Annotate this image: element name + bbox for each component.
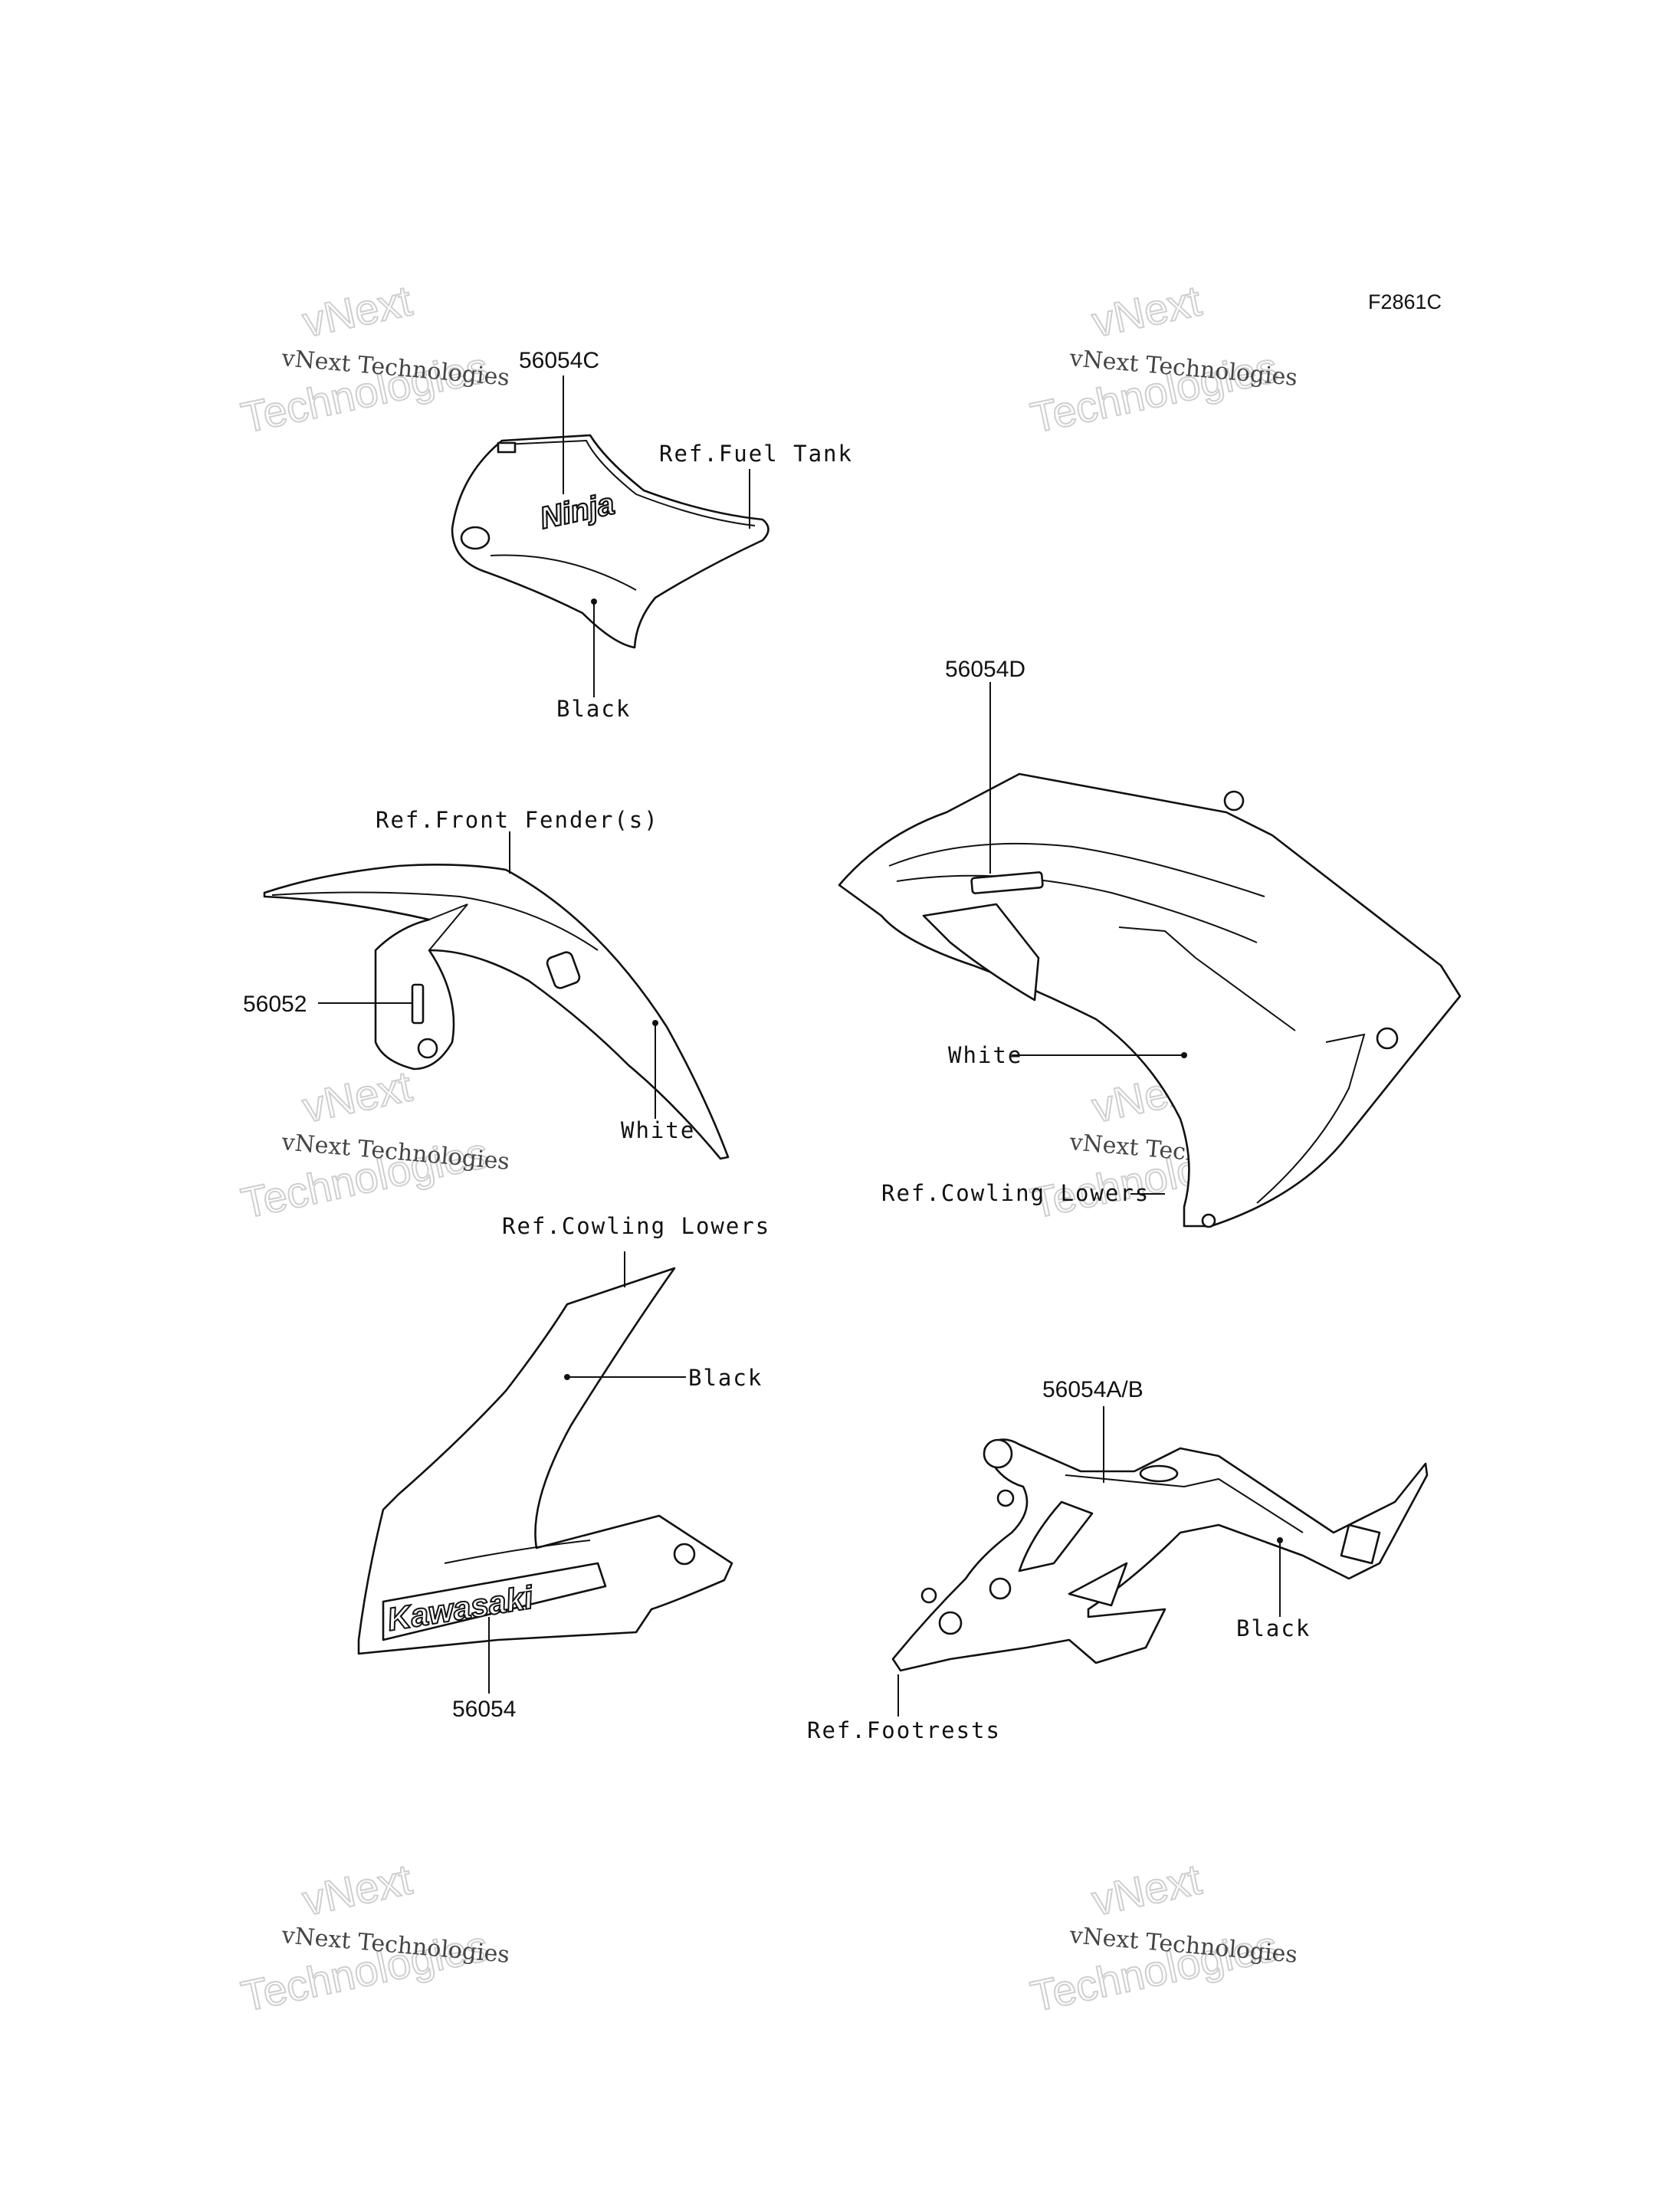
part-no-56054d: 56054D — [945, 657, 1025, 682]
ref-footrests-label: Ref.Footrests — [807, 1717, 1001, 1743]
watermark-big-top: vNext — [1088, 276, 1206, 346]
leader-dot — [652, 1020, 658, 1026]
watermark-top-left: vNext Technologies vNext Technologies — [236, 275, 510, 442]
fuel-tank-shape — [451, 434, 769, 649]
cowling-top-edge — [888, 842, 1265, 897]
cowling-decal-badge — [970, 871, 1044, 894]
fender-mount-tab — [546, 951, 581, 989]
footrest-pivot-hole — [983, 1438, 1013, 1469]
watermark-big-top: vNext — [298, 1854, 416, 1924]
footrest-bolt-hole — [989, 1577, 1012, 1600]
watermark-top-right: vNext Technologies vNext Technologies — [1025, 275, 1298, 442]
front-fender-decal-assembly: Ref.Front Fender(s) 56052 White — [243, 807, 730, 1160]
fender-bolt-hole — [417, 1038, 438, 1059]
fender-color-label: White — [621, 1117, 695, 1143]
watermark-big-top: vNext — [298, 1061, 416, 1131]
leader-dot — [591, 598, 597, 605]
cowling-left-bolt — [673, 1543, 696, 1566]
tank-color-label: Black — [556, 696, 631, 722]
leader-dot — [1277, 1537, 1283, 1543]
front-fender-shape — [263, 864, 730, 1160]
ref-fuel-tank-label: Ref.Fuel Tank — [659, 441, 853, 467]
watermark-big-top: vNext — [1088, 1854, 1206, 1924]
tank-contour — [490, 554, 637, 591]
left-cowling-shape — [357, 1267, 733, 1655]
tank-trim — [504, 439, 756, 526]
footrest-decal-spot — [1139, 1464, 1179, 1483]
ref-cowling-right-label: Ref.Cowling Lowers — [881, 1180, 1150, 1206]
cowling-bolt-hole — [1376, 1027, 1399, 1050]
part-no-56054ab: 56054A/B — [1042, 1377, 1144, 1402]
footrest-nub — [920, 1587, 937, 1604]
footrest-lower-hole — [938, 1611, 963, 1635]
footrest-small-hole — [996, 1489, 1015, 1507]
left-cowling-decal-assembly: Kawasaki Ref.Cowling Lowers Black 56054 — [357, 1213, 770, 1722]
kawasaki-panel — [382, 1562, 607, 1641]
leader-dot — [564, 1374, 570, 1380]
tank-tab — [497, 441, 517, 454]
watermark-big-top: vNext — [298, 276, 416, 346]
footrest-cutout-lower — [1068, 1562, 1128, 1607]
cowling-vent — [922, 903, 1040, 1002]
footrest-color-label: Black — [1236, 1615, 1311, 1641]
right-cowling-decal-assembly: 56054D White Ref.Cowling Lowers — [838, 657, 1462, 1228]
leader-dot — [1181, 1052, 1187, 1058]
part-no-56054: 56054 — [452, 1697, 516, 1722]
footrest-cutout — [1018, 1500, 1094, 1572]
cowling-lower-hole — [1201, 1213, 1216, 1228]
watermark-bottom-left: vNext Technologies vNext Technologies — [236, 1854, 510, 2021]
footrest-decal-assembly: 56054A/B Black Ref.Footrests — [807, 1377, 1429, 1743]
cowling-left-color-label: Black — [688, 1365, 763, 1391]
cowling-right-color-label: White — [948, 1042, 1022, 1068]
fender-edge — [271, 891, 599, 951]
footrest-inner-edge — [1065, 1474, 1304, 1533]
ref-cowling-left-label: Ref.Cowling Lowers — [502, 1213, 770, 1239]
part-no-56054c: 56054C — [519, 348, 599, 373]
cowling-crease — [896, 874, 1258, 943]
cowling-mount — [1223, 790, 1245, 812]
fuel-tank-decal-assembly: Ninja 56054C Ref.Fuel Tank Black — [451, 348, 853, 722]
ref-front-fender-label: Ref.Front Fender(s) — [376, 807, 659, 833]
fender-decal-stripe — [411, 983, 425, 1025]
watermark-bottom-right: vNext Technologies vNext Technologies — [1025, 1854, 1298, 2021]
cowling-fin — [1118, 926, 1296, 1031]
tank-mount-hole — [460, 526, 491, 550]
footrest-peg-mount — [1340, 1523, 1381, 1565]
part-no-56052: 56052 — [243, 992, 307, 1017]
figure-code: F2861C — [1368, 290, 1442, 313]
cowling-fin-lower — [1256, 1033, 1366, 1204]
watermark-mid-left: vNext Technologies vNext Technologies — [236, 1061, 510, 1228]
cowling-left-crease — [444, 1540, 591, 1564]
fender-inner — [428, 903, 468, 951]
footrest-bracket-shape — [891, 1438, 1429, 1672]
